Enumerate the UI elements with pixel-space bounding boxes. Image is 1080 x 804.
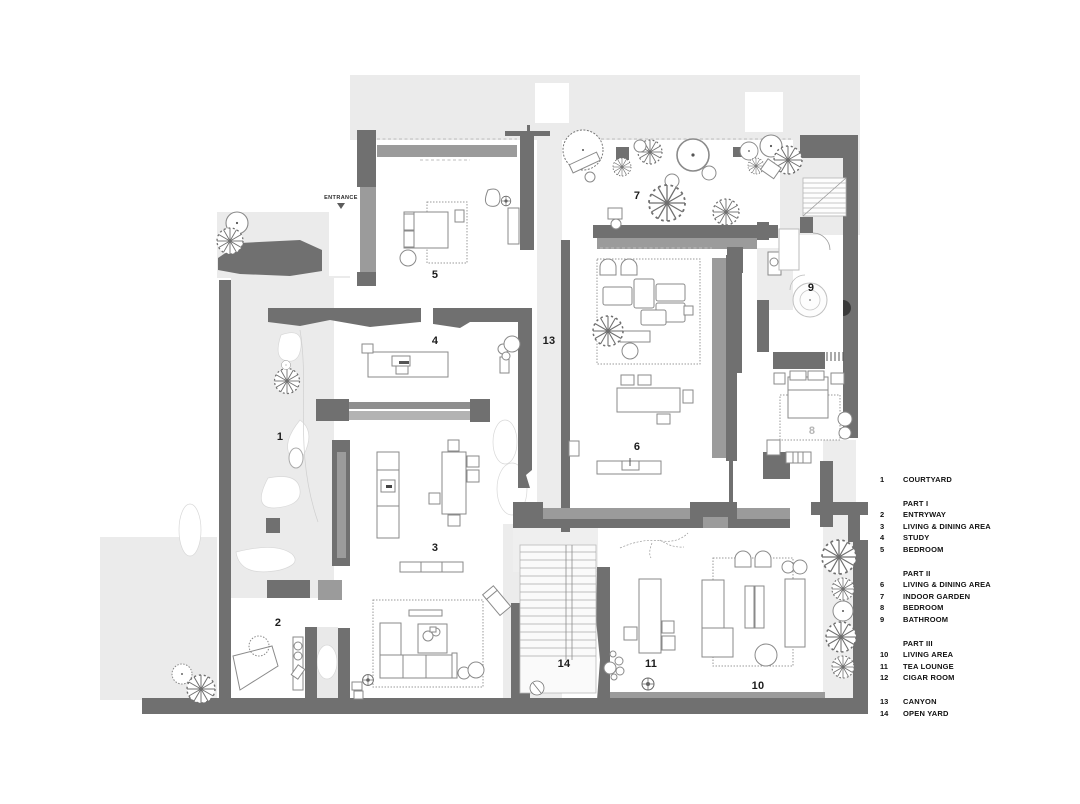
tea-lounge-compass-icon <box>641 677 655 691</box>
legend-num: 6 <box>880 580 885 590</box>
room-label-living-dining-2: 6 <box>633 441 641 453</box>
room-label-bathroom: 9 <box>807 282 815 294</box>
room-label-living-area: 10 <box>751 680 765 692</box>
legend-label: LIVING & DINING AREA <box>903 580 991 590</box>
courtyard-rock <box>288 447 304 469</box>
legend-label: BATHROOM <box>903 614 949 624</box>
entryway-furniture <box>232 635 306 691</box>
legend-row: 1 COURTYARD <box>880 474 1065 486</box>
entrance-label: ENTRANCE <box>324 195 358 201</box>
legend-num: 7 <box>880 591 885 601</box>
legend-label: PART I <box>903 498 929 508</box>
legend-label: STUDY <box>903 533 930 543</box>
branch-sketch <box>619 532 689 559</box>
legend-label: OPEN YARD <box>903 708 949 718</box>
indoor-garden-planting <box>562 129 803 230</box>
legend-part-header: PART I <box>903 498 1065 510</box>
tea-lounge-furniture <box>603 578 676 681</box>
bedroom8-furniture <box>766 370 853 464</box>
legend-row: 12 CIGAR ROOM <box>880 672 1065 684</box>
legend-num: 12 <box>880 673 889 683</box>
legend-row: 13 CANYON <box>880 696 1065 708</box>
legend-part-header: PART II <box>903 568 1065 580</box>
legend-row: 2 ENTRYWAY <box>880 509 1065 521</box>
facade-dashed-lines <box>377 138 793 249</box>
study-furniture <box>361 335 521 378</box>
room-label-courtyard: 1 <box>276 431 284 443</box>
legend-num: 2 <box>880 510 885 520</box>
bedroom5-furniture <box>399 188 520 267</box>
legend-part-header: PART III <box>903 638 1065 650</box>
legend-row: 9 BATHROOM <box>880 614 1065 626</box>
room-label-tea-lounge: 11 <box>644 658 658 670</box>
legend-row: 8 BEDROOM <box>880 602 1065 614</box>
room-label-bedroom-2: 8 <box>808 425 816 437</box>
legend-num: 5 <box>880 544 885 554</box>
walls <box>142 125 868 714</box>
legend-row: 14 OPEN YARD <box>880 708 1065 720</box>
room-label-study: 4 <box>431 335 439 347</box>
open-yard-stairs <box>519 544 597 696</box>
legend-row: 4 STUDY <box>880 532 1065 544</box>
legend-label: TEA LOUNGE <box>903 661 954 671</box>
room-label-canyon: 13 <box>542 335 556 347</box>
legend-label: BEDROOM <box>903 544 944 554</box>
living3-furniture <box>351 439 512 700</box>
legend-label: CIGAR ROOM <box>903 673 955 683</box>
legend-num: 14 <box>880 708 889 718</box>
legend-num: 3 <box>880 521 885 531</box>
bedroom5-sink-icon <box>500 195 512 207</box>
site-trees <box>171 211 857 704</box>
legend-num: 9 <box>880 614 885 624</box>
legend-num: 8 <box>880 603 885 613</box>
room-label-living-dining-1: 3 <box>431 542 439 554</box>
legend-label: LIVING & DINING AREA <box>903 521 991 531</box>
legend-row: 7 INDOOR GARDEN <box>880 591 1065 603</box>
room-label-entryway: 2 <box>274 617 282 629</box>
living6-tree-icon <box>592 315 624 347</box>
legend-label: LIVING AREA <box>903 650 954 660</box>
legend-num: 13 <box>880 696 889 706</box>
legend-num: 1 <box>880 475 885 484</box>
legend-num: 11 <box>880 661 888 671</box>
legend-num: 10 <box>880 650 889 660</box>
legend-num: 4 <box>880 533 885 543</box>
room-label-bedroom-1: 5 <box>431 269 439 281</box>
legend-label: COURTYARD <box>903 475 953 484</box>
entrance-arrow-icon <box>337 203 345 209</box>
legend-row: 5 BEDROOM <box>880 544 1065 556</box>
legend-row: 3 LIVING & DINING AREA <box>880 521 1065 533</box>
hatch-marks <box>826 352 844 361</box>
upper-stairs <box>789 177 847 291</box>
living6-furniture <box>568 258 701 475</box>
legend-label: ENTRYWAY <box>903 510 947 520</box>
legend-label: BEDROOM <box>903 603 944 613</box>
legend-row: 6 LIVING & DINING AREA <box>880 579 1065 591</box>
living3-compass-icon <box>362 674 374 686</box>
legend-label: PART II <box>903 568 931 578</box>
legend-label: INDOOR GARDEN <box>903 591 971 601</box>
room-label-indoor-garden: 7 <box>633 190 641 202</box>
legend-row: 11 TEA LOUNGE <box>880 661 1065 673</box>
legend-label: CANYON <box>903 696 937 706</box>
legend-row: 10 LIVING AREA <box>880 649 1065 661</box>
room-label-open-yard: 14 <box>557 658 571 670</box>
legend-label: PART III <box>903 638 933 648</box>
living10-furniture <box>701 550 808 667</box>
bathroom9-fixtures <box>767 228 828 318</box>
